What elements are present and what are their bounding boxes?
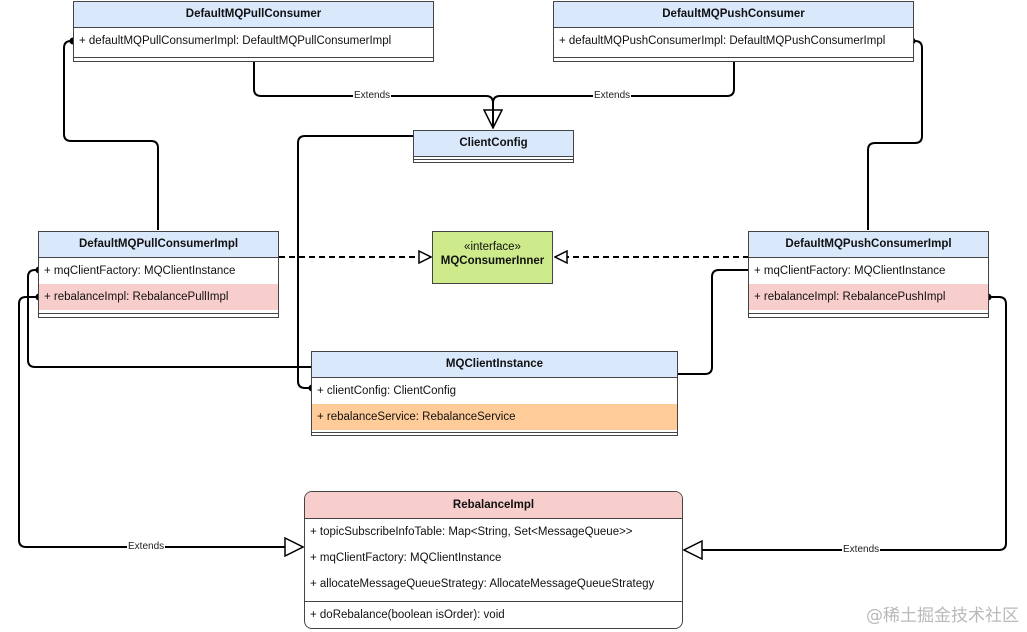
class-separator — [554, 57, 913, 58]
class-attribute-highlighted: + rebalanceImpl: RebalancePushImpl — [749, 284, 988, 310]
class-attribute: + mqClientFactory: MQClientInstance — [310, 552, 502, 564]
class-title: DefaultMQPushConsumerImpl — [749, 232, 988, 258]
class-separator — [74, 57, 433, 58]
class-default-mq-pull-consumer[interactable]: DefaultMQPullConsumer + defaultMQPullCon… — [73, 1, 434, 62]
class-attribute: + mqClientFactory: MQClientInstance — [754, 265, 946, 277]
interface-mq-consumer-inner[interactable]: «interface» MQConsumerInner — [432, 231, 553, 284]
class-default-mq-push-consumer[interactable]: DefaultMQPushConsumer + defaultMQPushCon… — [553, 1, 914, 62]
edge-push-rebalance-extends — [684, 296, 1007, 550]
class-attribute: + defaultMQPushConsumerImpl: DefaultMQPu… — [559, 35, 886, 47]
class-default-mq-pull-consumer-impl[interactable]: DefaultMQPullConsumerImpl + mqClientFact… — [38, 231, 279, 318]
interface-title: MQConsumerInner — [440, 255, 545, 267]
class-title: DefaultMQPullConsumer — [74, 2, 433, 28]
class-default-mq-push-consumer-impl[interactable]: DefaultMQPushConsumerImpl + mqClientFact… — [748, 231, 989, 318]
class-attribute: + topicSubscribeInfoTable: Map<String, S… — [310, 526, 633, 538]
class-title: DefaultMQPushConsumer — [554, 2, 913, 28]
class-separator — [414, 159, 573, 160]
class-separator — [305, 601, 682, 602]
edge-label-extends-pull: Extends — [353, 90, 392, 101]
edge-pull-factory-ref — [27, 269, 312, 368]
watermark: @稀土掘金技术社区 — [866, 606, 1019, 626]
class-title: MQClientInstance — [312, 352, 677, 378]
class-attribute: + allocateMessageQueueStrategy: Allocate… — [310, 578, 655, 590]
interface-stereotype: «interface» — [464, 241, 521, 253]
edge-label-extends-rebalance-push: Extends — [842, 544, 881, 555]
edge-push-factory-ref — [678, 269, 757, 375]
edge-push-consumer-impl — [867, 40, 923, 230]
class-mq-client-instance[interactable]: MQClientInstance + clientConfig: ClientC… — [311, 351, 678, 436]
class-method: + doRebalance(boolean isOrder): void — [310, 609, 505, 621]
class-rebalance-impl[interactable]: RebalanceImpl + topicSubscribeInfoTable:… — [304, 491, 683, 629]
edge-pull-consumer-impl — [63, 40, 159, 230]
class-separator — [39, 313, 278, 314]
class-attribute: + mqClientFactory: MQClientInstance — [44, 265, 236, 277]
class-attribute: + clientConfig: ClientConfig — [317, 385, 457, 397]
edge-pull-rebalance-extends — [18, 296, 303, 547]
class-client-config[interactable]: ClientConfig — [413, 130, 574, 163]
class-title: ClientConfig — [414, 131, 573, 157]
class-separator — [312, 432, 677, 433]
class-title: DefaultMQPullConsumerImpl — [39, 232, 278, 258]
class-title: RebalanceImpl — [305, 492, 682, 519]
class-attribute-highlighted: + rebalanceService: RebalanceService — [312, 404, 677, 430]
class-attribute: + defaultMQPullConsumerImpl: DefaultMQPu… — [79, 35, 392, 47]
edge-label-extends-push: Extends — [593, 90, 632, 101]
edge-clientconfig-ref — [297, 135, 413, 389]
class-attribute-highlighted: + rebalanceImpl: RebalancePullImpl — [39, 284, 278, 310]
edge-label-extends-rebalance-pull: Extends — [127, 541, 166, 552]
class-separator — [749, 313, 988, 314]
